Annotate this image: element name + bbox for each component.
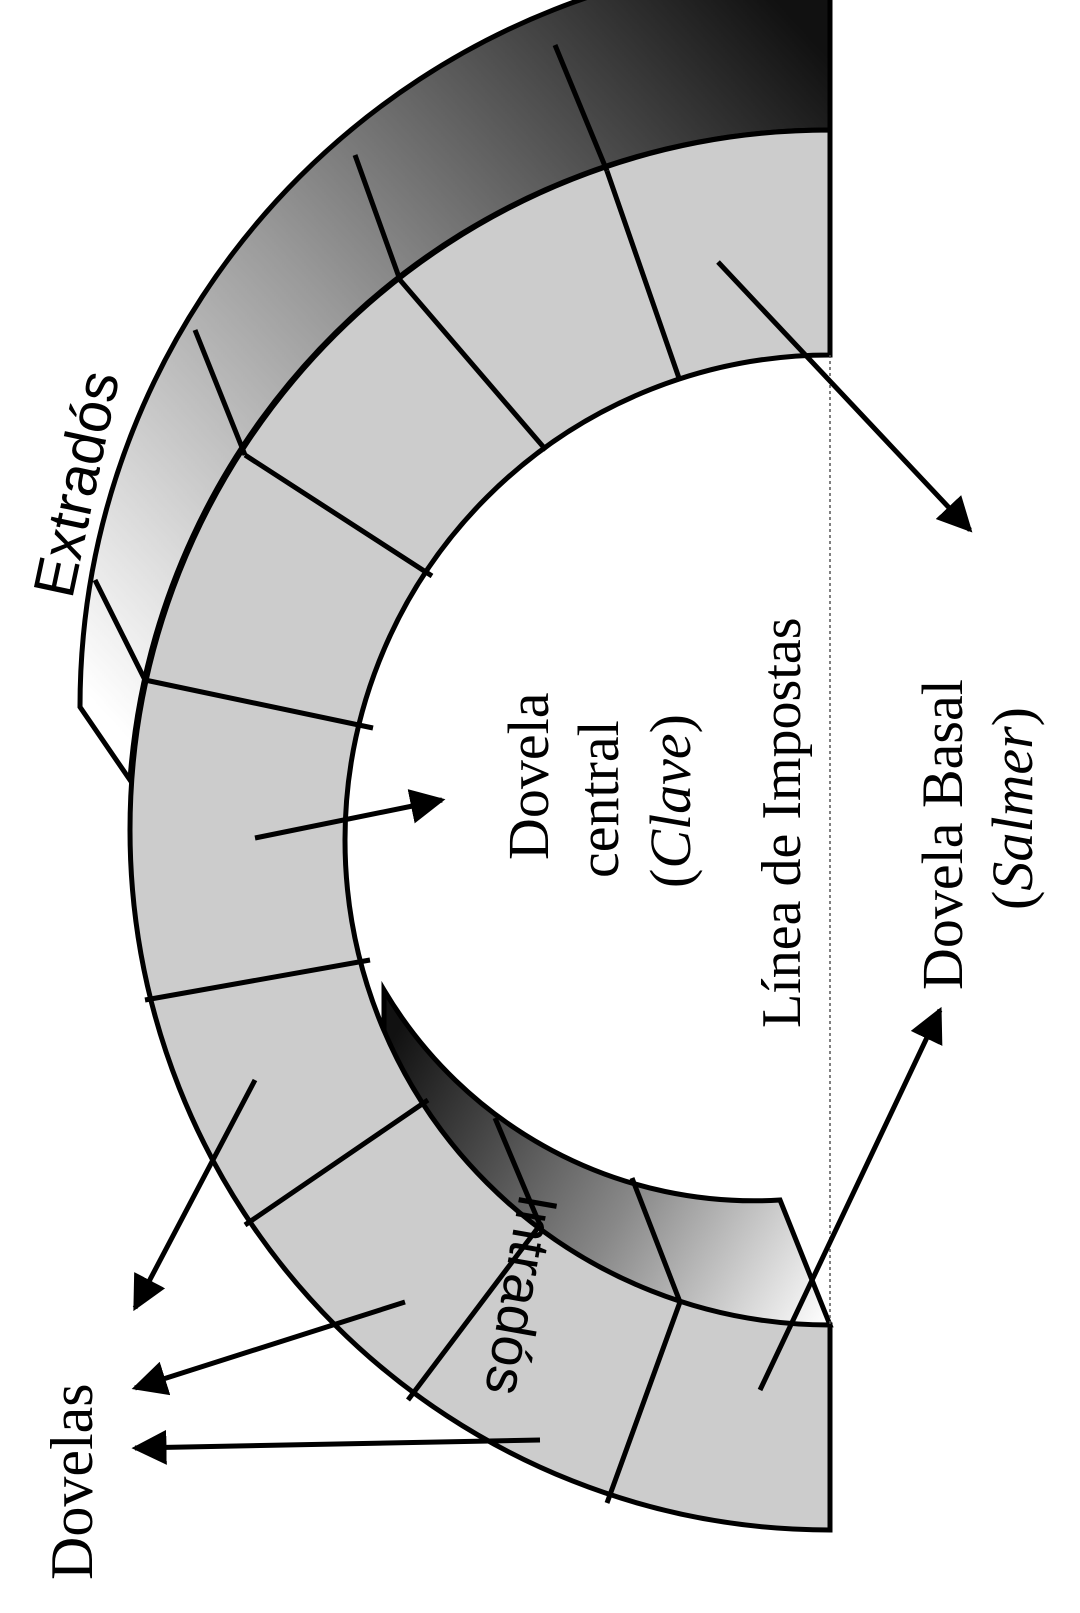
arrow-clave [254,789,446,841]
arrow-dovelas-3 [131,1429,541,1465]
salmer-close-paren: ) [980,707,1045,726]
arrow-dovelas-2 [131,1299,406,1396]
label-central-line1: Dovela [496,693,561,861]
clave-term: Clave [638,733,703,868]
label-central-line2: central [566,720,631,878]
label-basal-line2: (Salmer) [980,707,1045,910]
label-basal-line1: Dovela Basal [910,679,975,990]
arrows [131,260,973,1465]
label-dovela-basal: Dovela Basal (Salmer) [910,679,1045,990]
arrow-dovelas-1 [132,1078,258,1312]
clave-open-paren: ( [638,869,703,888]
label-dovela-central: Dovela central (Clave) [496,693,703,889]
label-dovelas: Dovelas [39,1383,105,1580]
salmer-open-paren: ( [980,891,1045,910]
arch-ring-face [127,127,833,1533]
label-impostas: Línea de Impostas [751,617,813,1028]
arrow-basal-upper [716,260,973,533]
salmer-term: Salmer [980,726,1045,891]
voussoir-joints [92,44,683,1504]
label-central-line3: (Clave) [638,714,703,888]
arrow-basal-lower [757,1006,943,1392]
clave-close-paren: ) [638,714,703,733]
